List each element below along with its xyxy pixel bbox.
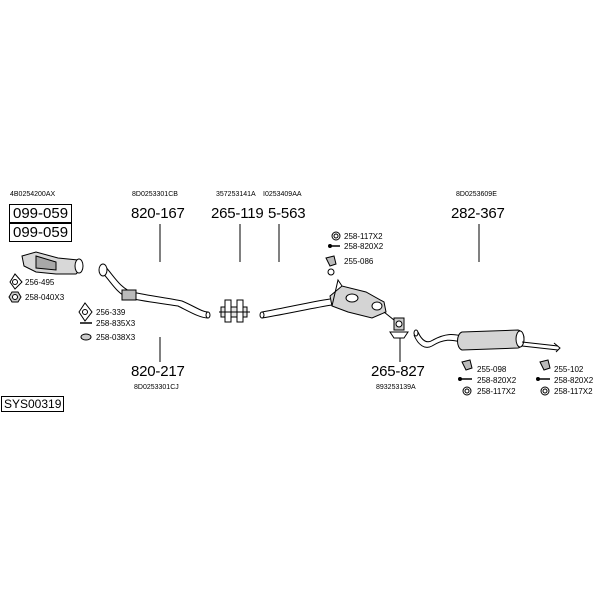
accessory-255-102[interactable]: 255-102 [554, 365, 584, 374]
part-number-282-367[interactable]: 282-367 [451, 205, 505, 222]
part-number-820-167[interactable]: 820-167 [131, 205, 185, 222]
part-number-5-563[interactable]: 5-563 [268, 205, 306, 222]
rubber-hanger-icon-3 [539, 359, 551, 371]
pipe-coupling [389, 317, 409, 339]
accessory-255-086[interactable]: 255-086 [344, 257, 374, 266]
ref-357253141a: 357253141A [216, 191, 256, 198]
rubber-hanger-icon [325, 255, 337, 267]
accessory-258-038x3[interactable]: 258-038X3 [96, 333, 136, 342]
accessory-258-820x2-right[interactable]: 258-820X2 [554, 376, 594, 385]
ref-8d0253609e: 8D0253609E [456, 191, 497, 198]
accessory-258-835x3[interactable]: 258-835X3 [96, 319, 136, 328]
ref-i0253409aa: I0253409AA [263, 191, 302, 198]
part-number-265-119[interactable]: 265-119 [211, 205, 264, 222]
rubber-hanger-icon-2 [461, 359, 473, 371]
part-number-265-827[interactable]: 265-827 [371, 363, 425, 380]
part-number-820-217[interactable]: 820-217 [131, 363, 185, 380]
front-pipe [98, 263, 211, 319]
middle-pipe [259, 298, 333, 319]
part-number-099-059-b[interactable]: 099-059 [9, 223, 73, 242]
system-code: SYS00319 [1, 396, 65, 412]
accessory-258-820x2-top[interactable]: 258-820X2 [344, 242, 384, 251]
accessory-258-820x2-mid[interactable]: 258-820X2 [477, 376, 517, 385]
ref-8d0253301cj: 8D0253301CJ [134, 384, 179, 391]
part-number-099-059-a[interactable]: 099-059 [9, 204, 73, 223]
accessory-258-117x2-right[interactable]: 258-117X2 [554, 387, 593, 396]
accessory-256-495[interactable]: 256-495 [25, 278, 55, 287]
accessory-256-339[interactable]: 256-339 [96, 308, 126, 317]
accessory-255-098[interactable]: 255-098 [477, 365, 507, 374]
ref-8d0253301cb: 8D0253301CB [132, 191, 178, 198]
accessory-258-117x2-mid[interactable]: 258-117X2 [477, 387, 516, 396]
ref-893253139a: 893253139A [376, 384, 416, 391]
rear-muffler [457, 329, 561, 353]
accessory-258-117x2-top[interactable]: 258-117X2 [344, 232, 383, 241]
accessory-258-040x3[interactable]: 258-040X3 [25, 293, 65, 302]
rear-pipe [413, 329, 463, 348]
pipe-clamp [219, 299, 250, 323]
ref-4b0254200ax: 4B0254200AX [10, 191, 56, 198]
middle-muffler [329, 278, 399, 321]
catalytic-converter [21, 251, 84, 275]
nut-icon-2 [80, 333, 92, 341]
